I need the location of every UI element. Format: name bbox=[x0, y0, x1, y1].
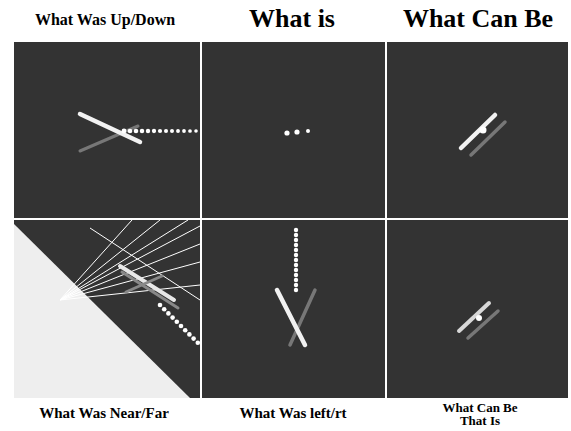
panel-caption: What Can Be That Is bbox=[434, 401, 526, 427]
trail-dot bbox=[134, 129, 139, 134]
trail-dot bbox=[294, 258, 298, 262]
trail-dot bbox=[294, 273, 298, 277]
panel-caption: What Was Up/Down bbox=[35, 12, 175, 28]
dot-trails bbox=[122, 129, 310, 346]
trail-dot bbox=[294, 129, 299, 134]
trail-dot bbox=[175, 320, 180, 325]
trail-dot bbox=[191, 336, 196, 341]
trail-dot bbox=[128, 129, 133, 134]
trail-dot bbox=[294, 263, 298, 267]
trail-dot bbox=[188, 129, 192, 133]
trail-dot bbox=[294, 248, 298, 252]
trail-dot bbox=[140, 129, 145, 134]
panels bbox=[14, 42, 568, 398]
trail-dot bbox=[294, 243, 298, 247]
trail-dot bbox=[122, 129, 127, 134]
trail-dot bbox=[176, 129, 180, 133]
trail-dot bbox=[196, 341, 201, 346]
trail-dot bbox=[187, 332, 192, 337]
trail-dot bbox=[284, 130, 289, 135]
trail-dot bbox=[294, 233, 298, 237]
panel-heading: What is bbox=[249, 6, 335, 32]
trail-dot bbox=[294, 288, 298, 292]
panel-caption: What Was left/rt bbox=[239, 406, 346, 421]
trail-dot bbox=[162, 307, 167, 312]
up-down-sticks bbox=[80, 114, 140, 151]
trail-dot bbox=[294, 283, 298, 287]
trail-dot bbox=[166, 311, 171, 316]
trail-dot bbox=[179, 324, 184, 329]
trail-dot bbox=[170, 315, 175, 320]
can-be-that-is-sticks bbox=[459, 303, 498, 338]
trail-dot bbox=[182, 129, 186, 133]
trail-dot bbox=[183, 328, 188, 333]
trail-dot bbox=[146, 129, 150, 133]
trail-dot bbox=[170, 129, 174, 133]
panel-caption: What Was Near/Far bbox=[39, 406, 169, 421]
panel-heading: What Can Be bbox=[403, 6, 553, 32]
left-right-sticks bbox=[277, 290, 315, 345]
trail-dot bbox=[152, 129, 156, 133]
trail-dot bbox=[294, 278, 298, 282]
trail-dot bbox=[158, 303, 163, 308]
can-be-sticks bbox=[461, 115, 505, 155]
trail-dot bbox=[194, 129, 198, 133]
trail-dot bbox=[164, 129, 168, 133]
trail-dot bbox=[306, 129, 310, 133]
trail-dot bbox=[294, 268, 298, 272]
near-far-scene bbox=[14, 220, 200, 398]
trail-dot bbox=[294, 238, 298, 242]
trail-dot bbox=[158, 129, 162, 133]
trail-dot bbox=[294, 228, 298, 232]
trail-dot bbox=[294, 253, 298, 257]
